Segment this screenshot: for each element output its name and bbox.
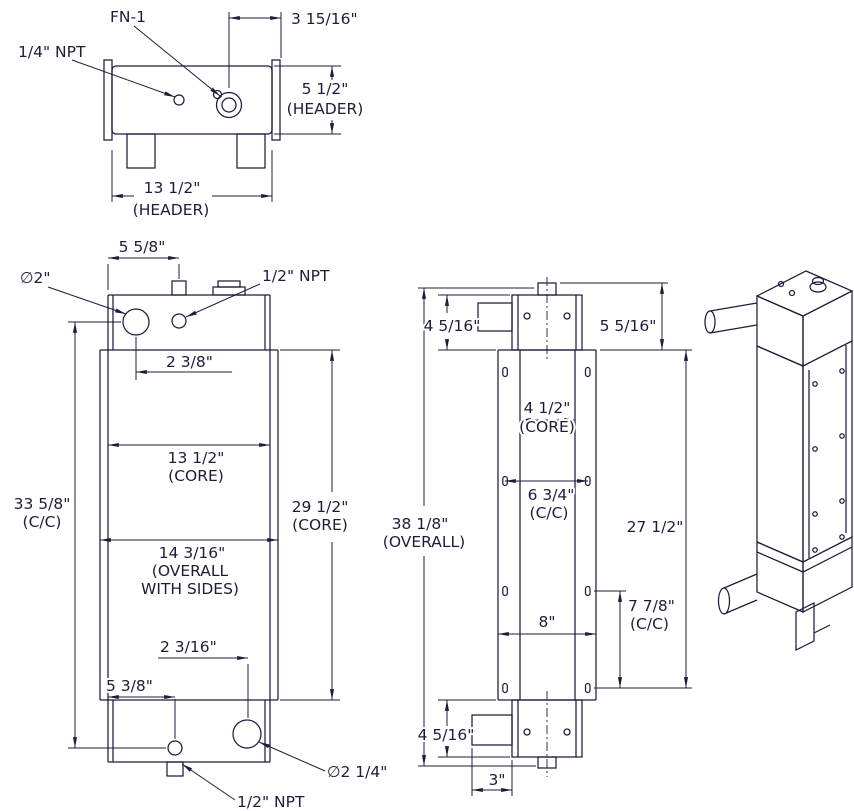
iso-bolt-holes: [812, 368, 845, 553]
dim-core-width-1: 13 1/2": [168, 449, 225, 467]
dim-outlet-center: 2 3/16": [160, 638, 217, 656]
front-view-dimensions: [47, 255, 340, 801]
dim-mount-span: 27 1/2": [627, 518, 684, 536]
dim-lower-cc-2: (C/C): [630, 615, 669, 633]
dim-mount-cc-2: (C/C): [530, 504, 569, 522]
dim-core-width-2: (CORE): [168, 467, 224, 485]
dim-overall-2: (OVERALL): [383, 533, 465, 551]
top-npt-hole: [171, 313, 187, 329]
dim-mount-cc-1: 6 3/4": [528, 486, 575, 504]
top-view-dimensions: [71, 12, 341, 202]
side-view-dimensions: [418, 282, 692, 796]
outlet-port: [232, 719, 262, 749]
bottom-npt-hole: [167, 740, 183, 756]
quarter-npt-hole: [173, 94, 185, 106]
dim-inlet-center: 2 3/8": [166, 353, 213, 371]
dim-lower-cc-1: 7 7/8": [628, 597, 675, 615]
quarter-npt-label: 1/4" NPT: [18, 43, 86, 61]
outlet-diameter-label: ∅2 1/4": [327, 763, 387, 781]
fn1-label: FN-1: [110, 8, 146, 26]
dim-header-width-1: 13 1/2": [144, 179, 201, 197]
isometric-geometry: [704, 270, 854, 652]
npt-fitting-top: [171, 280, 187, 296]
iso-bottom-bracket: [795, 601, 831, 652]
inlet-dia-leader: [47, 286, 127, 315]
dim-header-depth-2: (HEADER): [287, 100, 364, 118]
dim-top-tank: 4 5/16": [424, 317, 481, 335]
iso-top-pipe: [709, 302, 758, 334]
npt-fitting-bottom: [166, 761, 184, 777]
top-pipe-stub: [477, 302, 513, 332]
dim-bottom-tank: 4 5/16": [418, 726, 475, 744]
iso-filler-cap: [809, 281, 827, 293]
dim-port-cc-1: 33 5/8": [14, 495, 71, 513]
dim-drain-offset: 5 3/8": [106, 677, 153, 695]
dim-port-cc-2: (C/C): [23, 513, 62, 531]
dim-header-width-2: (HEADER): [133, 201, 210, 219]
dim-overall-width-2: (OVERALL: [152, 562, 229, 580]
npt-bottom-label: 1/2" NPT: [237, 793, 305, 811]
dim-core-height-1: 29 1/2": [292, 498, 349, 516]
isometric-view: [704, 270, 854, 652]
dim-overall-1: 38 1/8": [392, 515, 449, 533]
dim-filler-offset: 3 15/16": [291, 10, 358, 28]
dim-header-depth-1: 5 1/2": [302, 80, 349, 98]
bottom-pipe-stub: [471, 714, 513, 746]
npt-bottom-leader: [181, 763, 236, 801]
inlet-port: [122, 308, 150, 336]
top-view: FN-1 1/4" NPT 3 15/16" 5 1/2" (HEADER) 1…: [16, 6, 365, 221]
front-view: 5 5/8" ∅2" 1/2" NPT 2 3/8" 13 1/2" (CORE…: [12, 236, 390, 811]
npt-top-leader: [185, 283, 261, 318]
filler-neck: [215, 91, 243, 119]
npt-top-label: 1/2" NPT: [262, 267, 330, 285]
dim-core-depth-1: 4 1/2": [524, 399, 571, 417]
dim-overall-width-3: WITH SIDES): [141, 580, 239, 598]
inlet-diameter-label: ∅2": [20, 269, 51, 287]
quarter-npt-leader: [71, 59, 176, 98]
side-view-geometry: [471, 277, 597, 777]
dim-top-assembly: 5 5/16": [600, 317, 657, 335]
dim-inlet-offset: 5 5/8": [119, 238, 166, 256]
fn1-leader: [133, 25, 221, 97]
dim-overall-width-1: 14 3/16": [159, 544, 226, 562]
dim-core-height-2: (CORE): [292, 516, 348, 534]
filler-neck-front: [212, 286, 246, 296]
iso-bottom-pipe: [723, 573, 758, 615]
top-view-geometry: [103, 59, 281, 169]
outlet-dia-leader: [258, 741, 326, 772]
dim-bracket-width: 8": [539, 613, 556, 631]
dim-stub: 3": [489, 771, 506, 789]
side-view: 4 5/16" 5 5/16" 4 1/2" (CORE) 6 3/4" (C/…: [381, 277, 692, 796]
dim-core-depth-2: (CORE): [519, 418, 575, 436]
